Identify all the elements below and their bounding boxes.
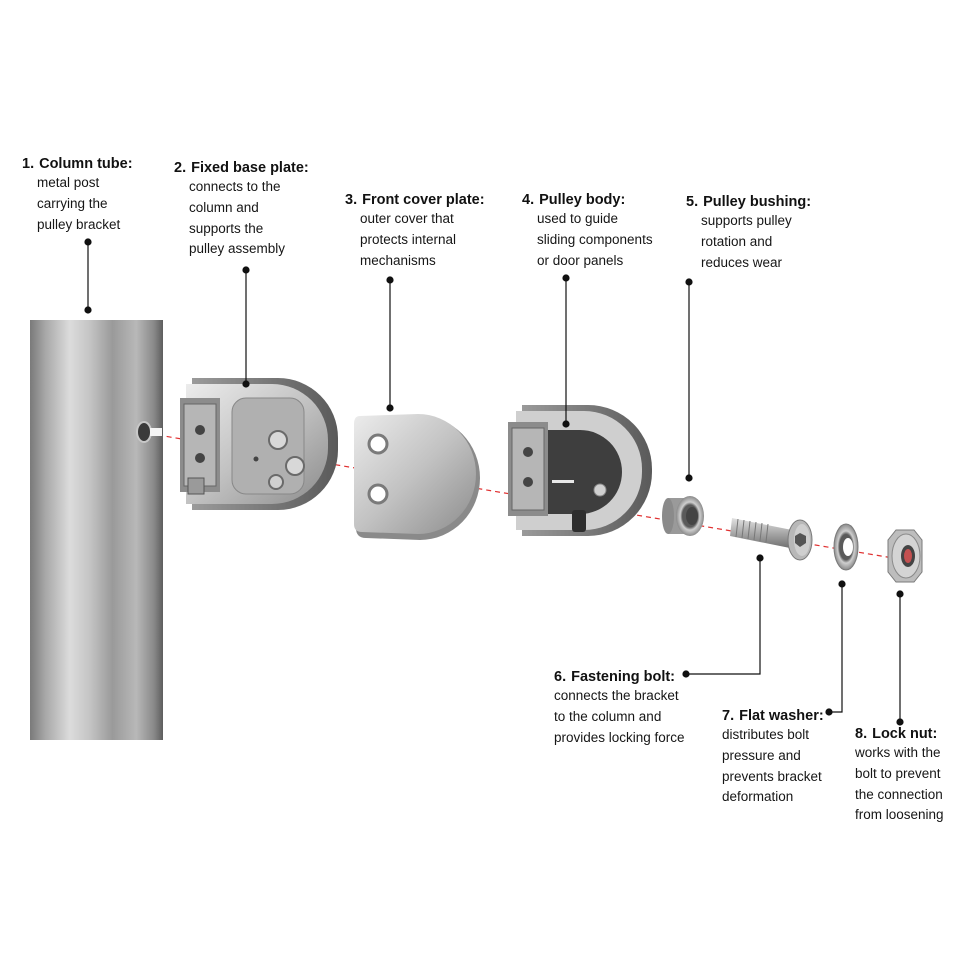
callout-title-text: Fastening bolt: — [571, 669, 676, 685]
fastening-bolt — [730, 518, 813, 561]
callout-number: 8. — [855, 726, 868, 742]
callout-title-text: Pulley bushing: — [703, 194, 812, 210]
callout-description-line: rotation and — [701, 233, 773, 249]
callout-column-tube: 1.Column tube: metal post carrying the p… — [22, 155, 133, 235]
callout-description-line: mechanisms — [360, 252, 436, 268]
leader-line-6 — [682, 554, 764, 678]
callout-description-line: distributes bolt — [722, 727, 810, 742]
callout-number: 3. — [345, 192, 358, 208]
leader-line-8 — [896, 590, 904, 726]
front-cover-plate — [354, 414, 480, 540]
callout-description-line: supports pulley — [701, 213, 792, 228]
callout-description-line: sliding components — [537, 231, 653, 247]
callout-number: 4. — [522, 192, 535, 208]
callout-description: distributes bolt pressure and prevents b… — [722, 725, 824, 808]
callout-fixed-base-plate: 2.Fixed base plate: connects to the colu… — [174, 159, 309, 260]
cover-plate-hole-top — [367, 433, 389, 455]
callout-description: connects the bracket to the column and p… — [554, 686, 685, 748]
callout-description-line: column and — [189, 199, 259, 215]
callout-description-line: bolt to prevent — [855, 765, 941, 781]
callout-description-line: pulley assembly — [189, 241, 286, 257]
callout-description-line: supports the — [189, 220, 264, 236]
callout-lock-nut: 8.Lock nut: works with the bolt to preve… — [855, 725, 944, 826]
callout-description-line: carrying the — [37, 195, 108, 211]
callout-description-line: pressure and — [722, 747, 801, 763]
callout-title: 2.Fixed base plate: — [174, 159, 309, 177]
callout-title: 6.Fastening bolt: — [554, 668, 685, 686]
callout-description-line: reduces wear — [701, 254, 783, 270]
callout-description-line: pulley bracket — [37, 216, 121, 232]
callout-number: 5. — [686, 194, 699, 210]
callout-description-line: used to guide — [537, 211, 619, 226]
callout-title: 5.Pulley bushing: — [686, 193, 811, 211]
callout-description-line: the connection — [855, 786, 943, 802]
callout-title: 3.Front cover plate: — [345, 191, 485, 209]
callout-front-cover-plate: 3.Front cover plate: outer cover that pr… — [345, 191, 485, 271]
lock-nut — [887, 529, 923, 583]
callout-title: 8.Lock nut: — [855, 725, 944, 743]
cover-plate-hole-bottom — [367, 483, 389, 505]
pulley-body — [508, 405, 652, 536]
column-tube-hole — [136, 421, 152, 443]
callout-title-text: Column tube: — [39, 156, 133, 172]
leader-line-5 — [685, 278, 693, 482]
callout-description-line: works with the — [855, 745, 941, 760]
leader-line-1 — [84, 238, 92, 314]
callout-description: supports pulley rotation and reduces wea… — [686, 211, 811, 273]
callout-number: 1. — [22, 156, 35, 172]
callout-number: 2. — [174, 160, 187, 176]
callout-title-text: Fixed base plate: — [191, 160, 309, 176]
callout-description-line: prevents bracket — [722, 768, 822, 784]
leader-line-7 — [825, 580, 846, 716]
callout-description-line: connects the bracket — [554, 688, 679, 703]
leader-line-2 — [242, 266, 250, 388]
callout-title-text: Front cover plate: — [362, 192, 485, 208]
callout-number: 6. — [554, 669, 567, 685]
callout-description-line: provides locking force — [554, 729, 685, 745]
pulley-bushing — [662, 496, 704, 536]
column-tube — [30, 320, 163, 740]
callout-description-line: to the column and — [554, 708, 662, 724]
callout-title: 1.Column tube: — [22, 155, 133, 173]
callout-description-line: protects internal — [360, 231, 457, 247]
callout-title-text: Flat washer: — [739, 708, 824, 724]
fixed-base-plate — [180, 378, 338, 510]
callout-description: works with the bolt to prevent the conne… — [855, 743, 944, 826]
callout-description-line: metal post — [37, 175, 100, 190]
callout-description: connects to the column and supports the … — [174, 177, 309, 260]
callout-title: 4.Pulley body: — [522, 191, 653, 209]
callout-title-text: Lock nut: — [872, 726, 938, 742]
callout-description: used to guide sliding components or door… — [522, 209, 653, 271]
callout-description-line: from loosening — [855, 807, 944, 823]
leader-line-4 — [562, 274, 570, 428]
callout-pulley-bushing: 5.Pulley bushing: supports pulley rotati… — [686, 193, 811, 273]
flat-washer — [833, 523, 859, 571]
callout-title-text: Pulley body: — [539, 192, 626, 208]
callout-description-line: or door panels — [537, 252, 624, 268]
callout-description-line: outer cover that — [360, 211, 454, 226]
callout-description-line: connects to the — [189, 179, 281, 194]
callout-fastening-bolt: 6.Fastening bolt: connects the bracket t… — [554, 668, 685, 748]
leader-lines — [84, 238, 904, 726]
callout-description: outer cover that protects internal mecha… — [345, 209, 485, 271]
callout-description: metal post carrying the pulley bracket — [22, 173, 133, 235]
callout-flat-washer: 7.Flat washer: distributes bolt pressure… — [722, 707, 824, 808]
callout-pulley-body: 4.Pulley body: used to guide sliding com… — [522, 191, 653, 271]
callout-number: 7. — [722, 708, 735, 724]
callout-title: 7.Flat washer: — [722, 707, 824, 725]
leader-line-3 — [386, 276, 394, 412]
callout-description-line: deformation — [722, 789, 794, 805]
